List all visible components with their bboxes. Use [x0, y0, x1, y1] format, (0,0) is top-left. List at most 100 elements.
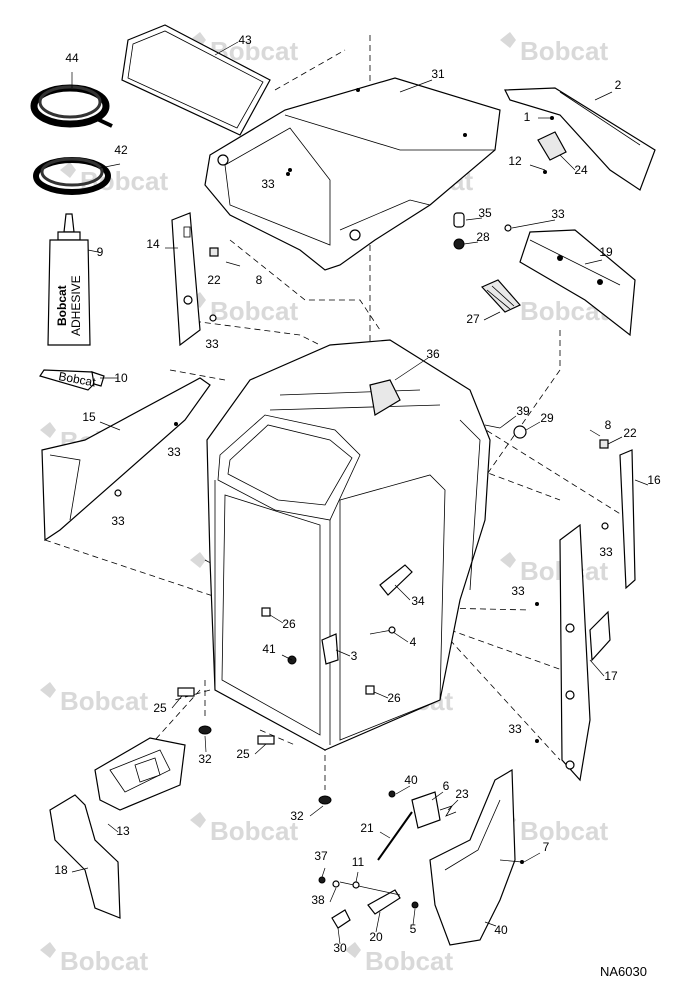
callout-40: 40	[494, 923, 508, 937]
callout-32: 32	[290, 809, 304, 823]
watermark-logo: Bobcat	[345, 942, 453, 976]
part-32-mount	[318, 795, 332, 805]
watermark-text: Bobcat	[60, 686, 148, 716]
watermark-logo: Bobcat	[40, 682, 148, 716]
part-37-bolt	[318, 876, 326, 884]
part-42-seal-coil	[33, 157, 111, 195]
callout-33: 33	[508, 722, 522, 736]
callout-36: 36	[426, 347, 440, 361]
watermark-text: Bobcat	[210, 816, 298, 846]
part-25-pad	[257, 735, 275, 745]
part-22-clip	[209, 247, 219, 257]
callout-11: 11	[352, 855, 365, 869]
part-29-cap	[513, 425, 527, 439]
part-12-screw	[529, 164, 547, 174]
callout-7: 7	[543, 840, 550, 854]
part-16-side-trim	[619, 449, 636, 590]
callout-8: 8	[256, 273, 263, 287]
part-11-washer	[339, 881, 401, 896]
callout-40: 40	[404, 773, 418, 787]
watermark-text: Bobcat	[520, 36, 608, 66]
watermark-logo: Bobcat	[40, 942, 148, 976]
part-43-window-seal	[121, 24, 271, 136]
callout-19: 19	[599, 245, 613, 259]
part-20-lever	[367, 889, 401, 915]
watermark-logo: Bobcat	[500, 552, 608, 586]
callout-6: 6	[443, 779, 450, 793]
watermark-logo: Bobcat	[190, 812, 298, 846]
part-27-filter	[480, 279, 521, 313]
callout-34: 34	[411, 594, 425, 608]
callout-17: 17	[604, 669, 618, 683]
tube-brand-text: Bobcat	[55, 285, 69, 326]
callout-23: 23	[455, 787, 469, 801]
part-21-rod	[377, 811, 413, 861]
part-13-console	[94, 737, 186, 811]
tube-adhesive-text: ADHESIVE	[69, 275, 83, 336]
callout-35: 35	[478, 206, 492, 220]
callout-25: 25	[236, 747, 250, 761]
part-44-seal-coil	[30, 84, 113, 128]
callout-43: 43	[238, 33, 252, 47]
callout-33: 33	[511, 584, 525, 598]
callout-32: 32	[198, 752, 212, 766]
callout-41: 41	[262, 642, 276, 656]
watermark-text: Bobcat	[365, 946, 453, 976]
leader-lines	[71, 41, 649, 945]
callout-33: 33	[551, 207, 565, 221]
callout-27: 27	[466, 312, 480, 326]
callout-18: 18	[54, 863, 68, 877]
part-22-clip	[599, 439, 609, 449]
part-17-post-trim	[559, 523, 611, 782]
watermark-text: Bobcat	[210, 296, 298, 326]
small-tube-text: Bobcat	[57, 369, 97, 389]
part-38-washer	[332, 880, 340, 888]
part-3-latch	[321, 633, 339, 665]
part-5-washer	[411, 901, 419, 909]
callout-4: 4	[410, 635, 417, 649]
watermark-text: Bobcat	[60, 946, 148, 976]
callout-13: 13	[116, 824, 130, 838]
part-28-nut	[453, 238, 465, 250]
callout-16: 16	[647, 473, 661, 487]
part-26-pad	[261, 607, 271, 617]
part-1-screw	[538, 116, 554, 120]
part-10-small-tube: Bobcat	[39, 369, 105, 391]
callout-14: 14	[146, 237, 160, 251]
part-30-handle	[331, 909, 351, 929]
callout-22: 22	[207, 273, 221, 287]
callout-22: 22	[623, 426, 637, 440]
watermark-logo: Bobcat	[190, 292, 298, 326]
part-18-lower-trim	[49, 794, 121, 919]
part-4-bolt	[369, 626, 396, 635]
callout-44: 44	[65, 51, 79, 65]
fasteners	[114, 172, 609, 743]
part-7-door-frame	[429, 768, 524, 946]
callout-10: 10	[114, 371, 128, 385]
callout-24: 24	[574, 163, 588, 177]
part-2-trim	[504, 87, 656, 191]
reference-code: NA6030	[600, 964, 647, 979]
callout-21: 21	[360, 821, 374, 835]
callout-30: 30	[333, 941, 347, 955]
watermark-text: Bobcat	[520, 816, 608, 846]
part-40-nut	[388, 790, 396, 798]
callout-38: 38	[311, 893, 325, 907]
callout-29: 29	[540, 411, 554, 425]
callout-26: 26	[387, 691, 401, 705]
callout-28: 28	[476, 230, 490, 244]
part-26-pad	[365, 685, 375, 695]
callout-33: 33	[167, 445, 181, 459]
callout-33: 33	[599, 545, 613, 559]
part-36-cab-frame	[206, 339, 491, 751]
callout-31: 31	[431, 67, 445, 81]
callout-3: 3	[351, 649, 358, 663]
watermark-logo: Bobcat	[500, 32, 608, 66]
callout-42: 42	[114, 143, 128, 157]
callout-12: 12	[508, 154, 522, 168]
part-9-adhesive-tube: Bobcat ADHESIVE	[47, 213, 91, 346]
callout-37: 37	[314, 849, 328, 863]
part-25-pad	[177, 687, 195, 697]
